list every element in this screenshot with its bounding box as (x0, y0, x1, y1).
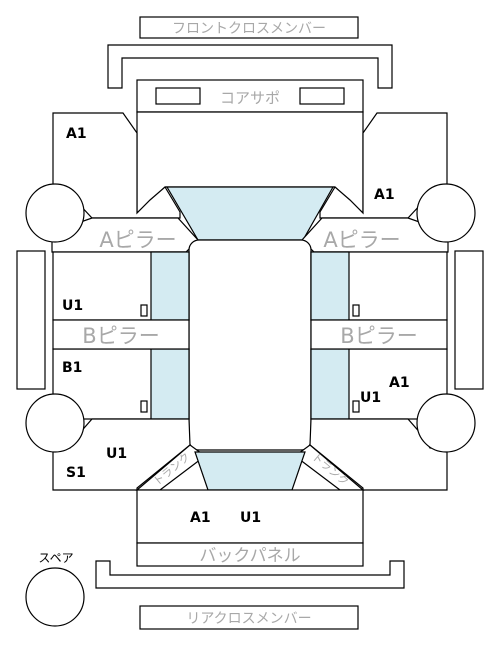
left-rear-door-handle (140, 400, 148, 413)
left-rear-wheel[interactable] (25, 393, 85, 453)
left-b-pillar[interactable] (52, 319, 190, 350)
code-trunk-u: U1 (240, 510, 261, 526)
headlight-left (155, 87, 201, 105)
code-trunk-a: A1 (190, 510, 211, 526)
code-right-rear-door-u: U1 (360, 390, 381, 406)
right-rear-door-handle (352, 400, 360, 413)
right-front-door-handle (352, 304, 360, 317)
front-cross-member[interactable] (107, 44, 393, 89)
front-cross-member-label: フロントクロスメンバー (172, 21, 326, 37)
left-front-window[interactable] (150, 251, 190, 321)
windshield[interactable] (165, 186, 335, 241)
code-left-quarter-u: U1 (106, 446, 127, 462)
rear-cross-member-box[interactable] (139, 605, 359, 630)
left-a-pillar-label: Aピラー (99, 228, 176, 252)
left-front-wheel[interactable] (25, 183, 85, 243)
spare-tire[interactable] (25, 567, 85, 627)
left-b-pillar-label: Bピラー (82, 324, 159, 348)
right-front-wheel[interactable] (416, 183, 476, 243)
rear-cross-member-label: リアクロスメンバー (186, 611, 311, 627)
right-rear-wheel[interactable] (416, 393, 476, 453)
back-panel[interactable] (136, 542, 364, 567)
trunk-lid[interactable] (136, 489, 364, 544)
code-left-front-door: U1 (62, 298, 83, 314)
right-front-window[interactable] (310, 251, 350, 321)
code-left-quarter-s: S1 (66, 465, 86, 481)
rear-cross-member[interactable] (95, 560, 405, 589)
headlight-right (299, 87, 345, 105)
right-b-pillar[interactable] (310, 319, 448, 350)
front-cross-member-box[interactable] (139, 16, 359, 39)
rear-window[interactable] (194, 451, 306, 491)
left-side-step[interactable] (16, 250, 46, 390)
right-side-step[interactable] (454, 250, 484, 390)
left-front-door-handle (140, 304, 148, 317)
spare-label: スペア (38, 551, 73, 565)
right-b-pillar-label: Bピラー (340, 324, 417, 348)
right-a-pillar-label: Aピラー (323, 228, 400, 252)
code-right-rear-door-a: A1 (389, 375, 410, 391)
right-rear-window[interactable] (310, 348, 350, 420)
code-front-left-fender: A1 (66, 126, 87, 142)
code-left-rear-door: B1 (62, 360, 82, 376)
code-front-right-fender: A1 (374, 187, 395, 203)
left-rear-window[interactable] (150, 348, 190, 420)
back-panel-label: バックパネル (199, 546, 300, 566)
core-support-label: コアサポ (220, 89, 280, 107)
roof[interactable] (188, 239, 312, 451)
